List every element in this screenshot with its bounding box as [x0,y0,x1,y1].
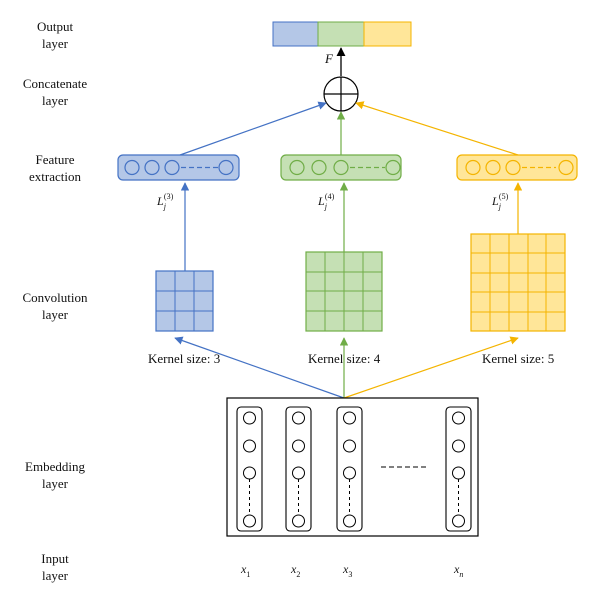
concatenate-layer-label-line2: layer [42,93,68,108]
output-layer-label-line2: layer [42,36,68,51]
feature-label-blue: Lj(3) [156,192,174,211]
convolution-layer-label: Convolution layer [0,289,110,323]
convolution-layer-label-line2: layer [42,307,68,322]
embedding-layer-label: Embedding layer [0,458,110,492]
input-layer-label-line2: layer [42,568,68,583]
embedding-column-x2 [285,406,312,532]
embedding-to-conv-blue-arrow [174,336,345,399]
input-layer-label: Input layer [0,550,110,584]
output-segment-yellow [363,21,412,47]
feature-vector-yellow [456,154,578,181]
feature-extraction-label-line1: Feature [35,152,75,167]
feature-blue-to-concat-arrow [179,101,327,156]
conv-kernel-3x3 [155,270,214,332]
feature-node [385,159,401,176]
concatenate-operator [323,76,359,112]
output-vector [272,21,412,47]
output-layer-label-line1: Output [36,19,74,34]
concatenate-layer-label-line1: Concatenate [22,76,88,91]
input-token-x3: x3 [342,562,352,579]
feature-extraction-label-line2: extraction [29,169,81,184]
kernel-size-label-5: Kernel size: 5 [482,351,555,366]
feature-vector-blue [117,154,240,181]
feature-node [333,159,349,176]
feature-extraction-label: Feature extraction [0,151,110,185]
output-segment-green [317,21,365,47]
feature-vector-green [280,154,402,181]
embedding-column-x3 [336,406,363,532]
conv-kernel-4x4 [305,251,383,332]
conv-kernel-5x5 [470,233,566,332]
feature-node [485,159,501,176]
input-layer-label-line1: Input [41,551,69,566]
feature-label-green: Lj(4) [317,192,335,211]
feature-node [164,159,180,176]
input-token-x1: x1 [240,562,250,579]
feature-node [311,159,327,176]
feature-node [124,159,140,176]
embedding-layer-label-line2: layer [42,476,68,491]
output-symbol-f: F [324,51,334,66]
embedding-column-x1 [236,406,263,532]
input-token-x2: x2 [290,562,300,579]
embedding-to-conv-yellow-arrow [343,336,519,399]
feature-node [558,159,574,176]
output-layer-label: Output layer [0,18,110,52]
embedding-layer-label-line1: Embedding [25,459,85,474]
embedding-matrix [226,397,479,537]
feature-yellow-to-concat-arrow [355,101,519,156]
concatenate-layer-label: Concatenate layer [0,75,110,109]
feature-node [505,159,521,176]
input-token-xn: xn [453,562,463,579]
feature-node [465,159,481,176]
feature-node [289,159,305,176]
feature-node [144,159,160,176]
convolution-layer-label-line1: Convolution [22,290,88,305]
kernel-size-label-3: Kernel size: 3 [148,351,221,366]
feature-node [218,159,234,176]
output-segment-blue [272,21,319,47]
feature-label-yellow: Lj(5) [491,192,509,211]
embedding-column-xn [445,406,472,532]
